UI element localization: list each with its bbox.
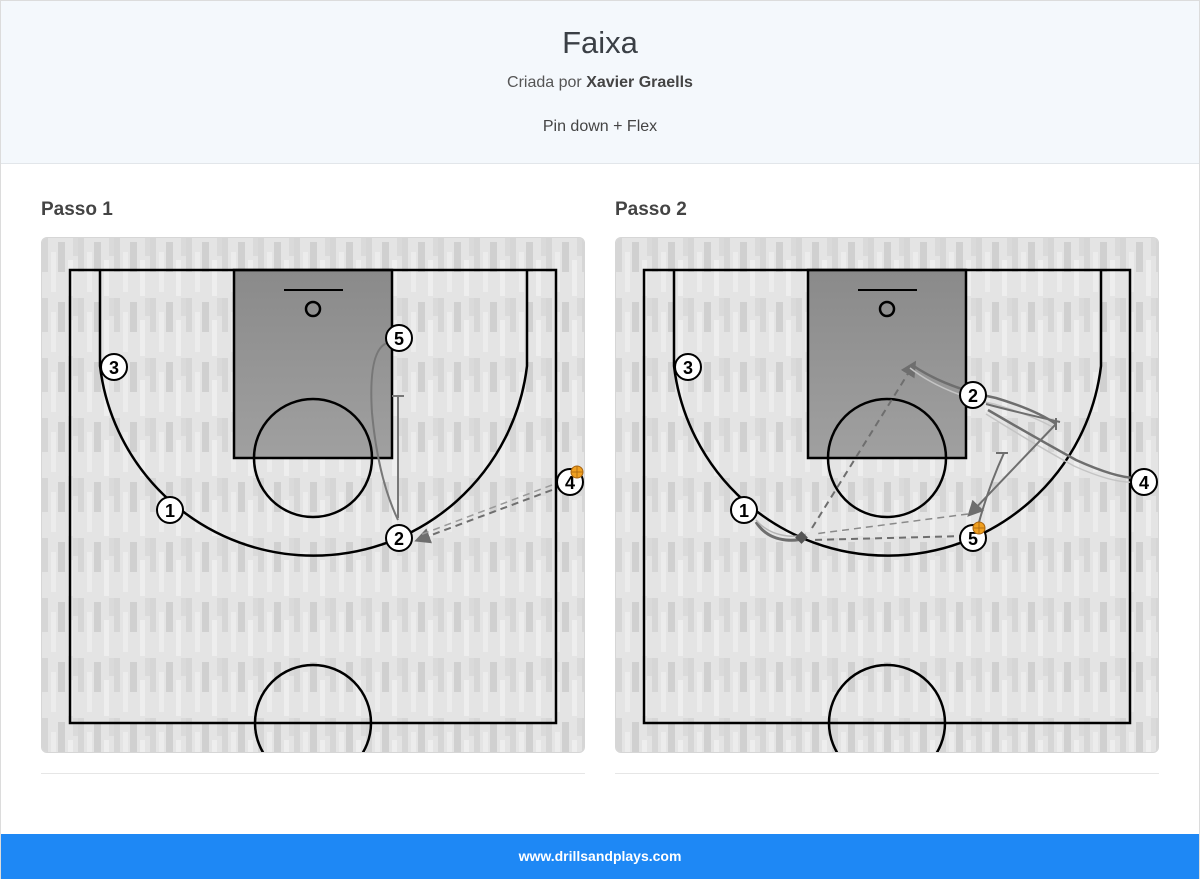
author-name: Xavier Graells (586, 74, 693, 91)
player-2[interactable]: 2 (385, 524, 413, 552)
footer-site-link[interactable]: www.drillsandplays.com (518, 848, 682, 864)
player-2[interactable]: 2 (959, 381, 987, 409)
cut-line-2 (911, 363, 1057, 426)
cut-line-4-shadow (985, 413, 1137, 483)
byline-prefix: Criada por (507, 74, 582, 91)
step-2-separator (615, 773, 1159, 774)
player-1[interactable]: 1 (156, 496, 184, 524)
screen-line-5 (977, 452, 1005, 527)
cut-line-2b (985, 403, 1061, 423)
player-5-move-line (370, 342, 399, 521)
player-3-number: 3 (109, 358, 119, 378)
pass-line-alt (813, 513, 969, 535)
player-5-number: 5 (968, 529, 978, 549)
center-circle (827, 663, 947, 752)
player-2-number: 2 (394, 529, 404, 549)
player-4[interactable]: 4 (1130, 468, 1158, 496)
step-2-title: Passo 2 (615, 199, 687, 220)
step-2-court: 1 2 3 4 5 (615, 237, 1159, 753)
player-3[interactable]: 3 (100, 353, 128, 381)
footer: www.drillsandplays.com (1, 834, 1199, 879)
move-line-to-5 (967, 423, 1057, 517)
paint-area (806, 268, 968, 460)
player-3[interactable]: 3 (674, 353, 702, 381)
player-1-number: 1 (739, 501, 749, 521)
cut-line-4 (987, 408, 1137, 480)
court-boundary (68, 268, 558, 725)
center-circle (253, 663, 373, 752)
free-throw-circle (252, 397, 374, 519)
three-point-line (98, 270, 529, 557)
player-5-number: 5 (394, 329, 404, 349)
free-throw-circle (826, 397, 948, 519)
player-5[interactable]: 5 (385, 324, 413, 352)
player-1-number: 1 (165, 501, 175, 521)
player-4-number: 4 (565, 473, 575, 493)
byline: Criada por Xavier Graells (1, 74, 1199, 92)
header: Faixa Criada por Xavier Graells Pin down… (1, 1, 1199, 164)
step-1-title: Passo 1 (41, 199, 113, 220)
ball-icon (972, 521, 986, 535)
step-1-court: 1 2 3 4 5 (41, 237, 585, 753)
hoop (304, 300, 322, 318)
three-point-line (672, 270, 1103, 557)
play-description: Pin down + Flex (542, 118, 658, 135)
page-title: Faixa (562, 25, 638, 60)
player-2-number: 2 (968, 386, 978, 406)
player-1[interactable]: 1 (730, 496, 758, 524)
pass-line-1-to-2 (811, 360, 917, 529)
pass-line-5-to-1 (811, 535, 967, 541)
player-3-number: 3 (683, 358, 693, 378)
player-4-number: 4 (1139, 473, 1149, 493)
paint-area (232, 268, 394, 460)
hoop (878, 300, 896, 318)
cut-line-2-shadow (909, 367, 1055, 429)
court-boundary (642, 268, 1132, 725)
ball-icon (570, 465, 584, 479)
step-1-separator (41, 773, 585, 774)
